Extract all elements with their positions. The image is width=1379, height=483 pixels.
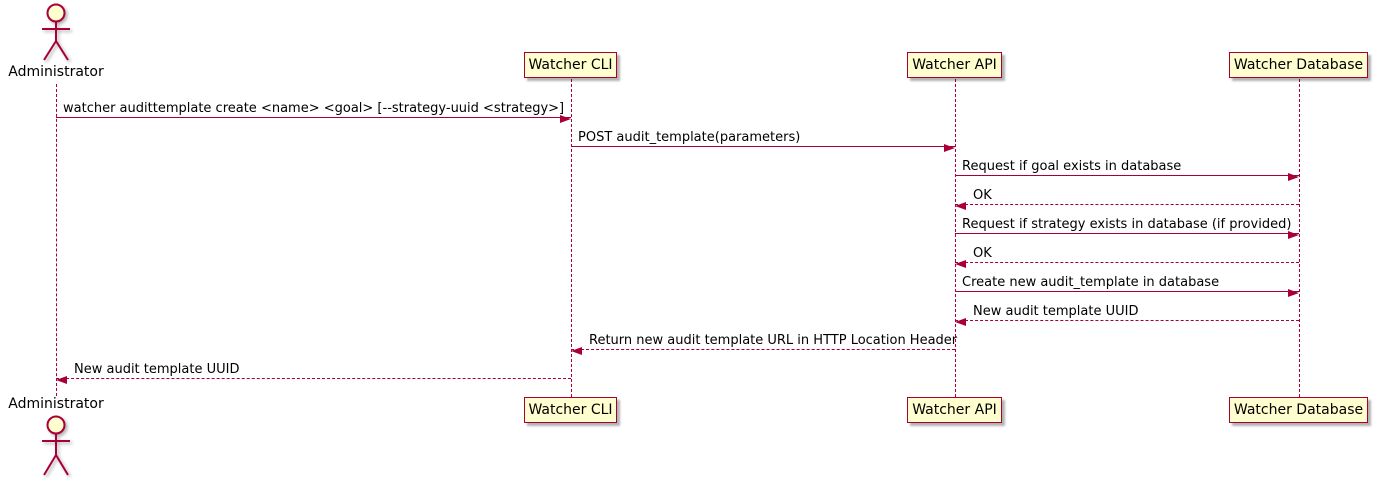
- message-line: [571, 349, 955, 350]
- arrowhead-left-icon: [955, 202, 966, 210]
- message-line: [955, 262, 1299, 263]
- message-label: OK: [973, 188, 992, 203]
- message-3: Request if goal exists in database: [955, 159, 1299, 181]
- arrowhead-right-icon: [944, 144, 955, 152]
- arrowhead-left-icon: [571, 347, 582, 355]
- message-line: [955, 233, 1299, 234]
- message-line: [955, 291, 1299, 292]
- arrowhead-right-icon: [1288, 231, 1299, 239]
- message-1: watcher audittemplate create <name> <goa…: [56, 101, 571, 123]
- message-line: [955, 204, 1299, 205]
- message-10: New audit template UUID: [56, 362, 571, 384]
- actor-icon: [42, 415, 70, 476]
- message-6: OK: [955, 246, 1299, 268]
- actor-icon: [42, 3, 70, 61]
- message-7: Create new audit_template in database: [955, 275, 1299, 297]
- arrowhead-left-icon: [955, 318, 966, 326]
- message-5: Request if strategy exists in database (…: [955, 217, 1299, 239]
- message-label: Return new audit template URL in HTTP Lo…: [589, 333, 958, 348]
- participant-label: Watcher Database: [1233, 57, 1364, 73]
- message-line: [955, 175, 1299, 176]
- actor-label-administrator-top: Administrator: [8, 64, 104, 80]
- participant-label: Watcher Database: [1233, 402, 1364, 418]
- arrowhead-left-icon: [955, 260, 966, 268]
- message-8: New audit template UUID: [955, 304, 1299, 326]
- participant-watcher-cli-bottom: Watcher CLI: [524, 397, 617, 423]
- participant-label: Watcher API: [912, 57, 997, 73]
- message-line: [955, 320, 1299, 321]
- message-label: watcher audittemplate create <name> <goa…: [63, 101, 565, 116]
- participant-label: Watcher API: [912, 402, 997, 418]
- message-label: Request if strategy exists in database (…: [962, 217, 1292, 232]
- participant-watcher-api-bottom: Watcher API: [907, 397, 1002, 423]
- message-label: New audit template UUID: [74, 362, 240, 377]
- message-label: Create new audit_template in database: [962, 275, 1220, 290]
- arrowhead-left-icon: [56, 376, 67, 384]
- participant-watcher-cli-top: Watcher CLI: [524, 52, 617, 78]
- message-line: [56, 378, 571, 379]
- message-2: POST audit_template(parameters): [571, 130, 955, 152]
- arrowhead-right-icon: [1288, 289, 1299, 297]
- participant-watcher-database-bottom: Watcher Database: [1229, 397, 1368, 423]
- participant-label: Watcher CLI: [528, 57, 613, 73]
- message-label: POST audit_template(parameters): [578, 130, 801, 145]
- actor-label-administrator-bottom: Administrator: [8, 396, 104, 412]
- participant-watcher-database-top: Watcher Database: [1229, 52, 1368, 78]
- message-4: OK: [955, 188, 1299, 210]
- arrowhead-right-icon: [560, 115, 571, 123]
- message-label: New audit template UUID: [973, 304, 1139, 319]
- message-line: [571, 146, 955, 147]
- message-9: Return new audit template URL in HTTP Lo…: [571, 333, 958, 355]
- lifeline-administrator: [56, 84, 57, 396]
- lifeline-watcher-api: [955, 79, 956, 397]
- lifeline-watcher-cli: [571, 79, 572, 397]
- participant-watcher-api-top: Watcher API: [907, 52, 1002, 78]
- lifeline-watcher-database: [1299, 79, 1300, 397]
- message-label: OK: [973, 246, 992, 261]
- arrowhead-right-icon: [1288, 173, 1299, 181]
- participant-label: Watcher CLI: [528, 402, 613, 418]
- message-line: [56, 117, 571, 118]
- message-label: Request if goal exists in database: [962, 159, 1182, 174]
